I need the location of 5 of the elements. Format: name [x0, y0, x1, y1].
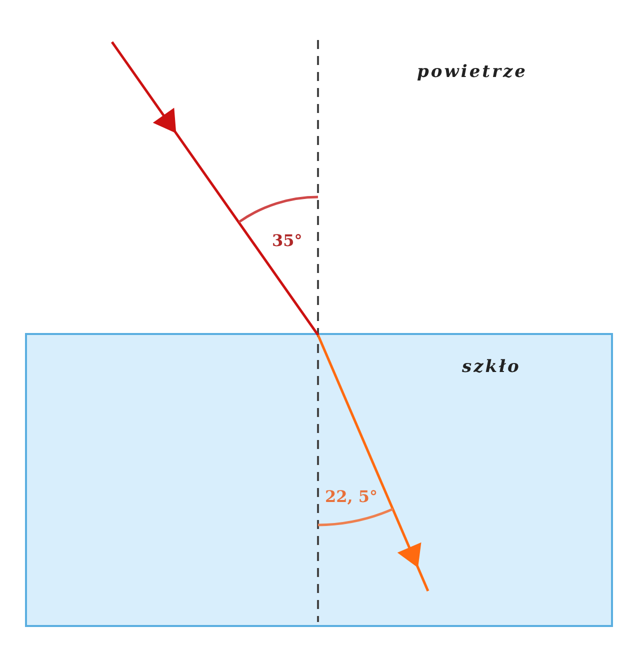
medium-label: powietrze [417, 62, 528, 82]
angle-label: 22, 5° [325, 487, 378, 506]
angle-label: 35° [272, 231, 302, 250]
glass-region [25, 333, 613, 627]
medium-label: szkło [462, 357, 521, 377]
